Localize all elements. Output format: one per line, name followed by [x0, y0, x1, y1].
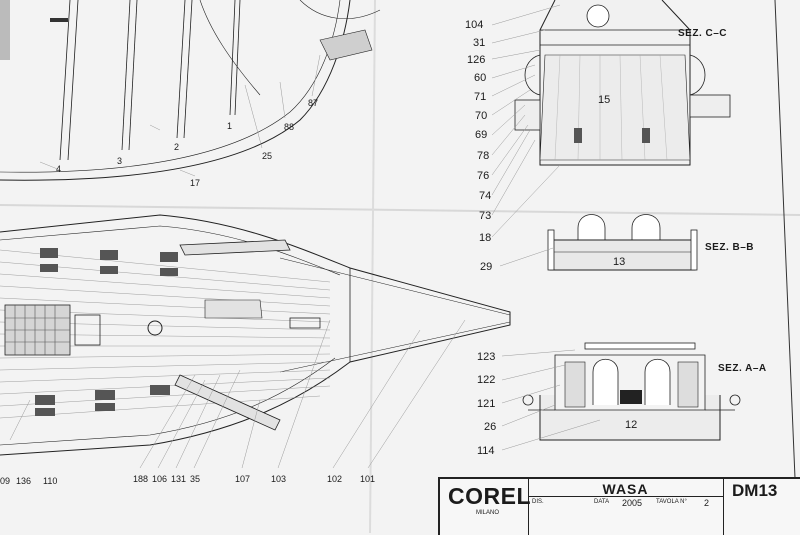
plan-code: DM13: [732, 481, 778, 500]
part-label: 136: [16, 476, 32, 486]
part-label: 2: [174, 142, 180, 152]
part-label: 104: [465, 19, 484, 31]
part-label: 74: [479, 190, 492, 202]
part-label: 1: [227, 121, 233, 131]
title-center: WASA DIS. DATA 2005 TAVOLA N° 2: [528, 479, 724, 535]
section-a-drawing: [501, 342, 741, 451]
part-label: 101: [360, 474, 376, 484]
model-name: WASA: [602, 481, 649, 497]
part-label: 09: [0, 476, 11, 486]
part-label: 121: [477, 398, 496, 410]
field-key-tavola: TAVOLA N°: [656, 499, 687, 505]
title-fields: DIS. DATA 2005 TAVOLA N° 2: [528, 496, 723, 511]
part-label: 107: [235, 474, 251, 484]
part-label: 18: [479, 232, 492, 244]
part-number: 12: [625, 419, 638, 431]
section-b-drawing: [499, 214, 698, 271]
part-label: 88: [284, 122, 295, 132]
part-number: 15: [598, 94, 611, 106]
part-label: 69: [475, 129, 488, 141]
field-key-dis: DIS.: [532, 499, 544, 505]
deck-plan: [0, 214, 511, 469]
part-label: 4: [56, 164, 62, 174]
part-label: 123: [477, 351, 496, 363]
part-label: 70: [475, 110, 488, 122]
part-label: 29: [480, 261, 493, 273]
part-label: 102: [327, 474, 343, 484]
field-value-tavola: 2: [704, 498, 710, 508]
brand-logo: COREL MILANO: [440, 479, 531, 535]
part-label: 17: [190, 178, 201, 188]
part-label: 25: [262, 151, 273, 161]
hull-side-view: [0, 0, 381, 181]
section-title-c: SEZ. C–C: [678, 28, 728, 39]
part-label: 73: [479, 210, 492, 222]
part-label: 31: [473, 37, 486, 49]
field-key-data: DATA: [594, 499, 610, 505]
part-label: 60: [474, 72, 487, 84]
part-label: 122: [477, 374, 496, 386]
part-label: 106: [152, 474, 168, 484]
part-label: 188: [133, 474, 149, 484]
part-label: 126: [467, 54, 486, 66]
part-number: 13: [613, 256, 626, 268]
part-label: 3: [117, 156, 123, 166]
part-label: 71: [474, 91, 487, 103]
brand-city: MILANO: [476, 510, 500, 516]
field-value-data: 2005: [622, 498, 643, 508]
section-c-drawing: [491, 0, 731, 238]
part-label: 87: [308, 98, 319, 108]
section-title-b: SEZ. B–B: [705, 242, 755, 253]
part-label: 103: [271, 474, 287, 484]
brand-name: COREL: [448, 483, 531, 509]
part-label: 26: [484, 421, 497, 433]
part-label: 131: [171, 474, 187, 484]
part-label: 78: [477, 150, 490, 162]
part-label: 35: [190, 474, 201, 484]
section-title-a: SEZ. A–A: [718, 363, 767, 374]
title-block: COREL MILANO WASA DIS. DATA 2005 TAVOLA …: [438, 477, 800, 535]
part-label: 76: [477, 170, 490, 182]
part-label: 110: [43, 476, 58, 486]
part-label: 114: [477, 445, 495, 457]
